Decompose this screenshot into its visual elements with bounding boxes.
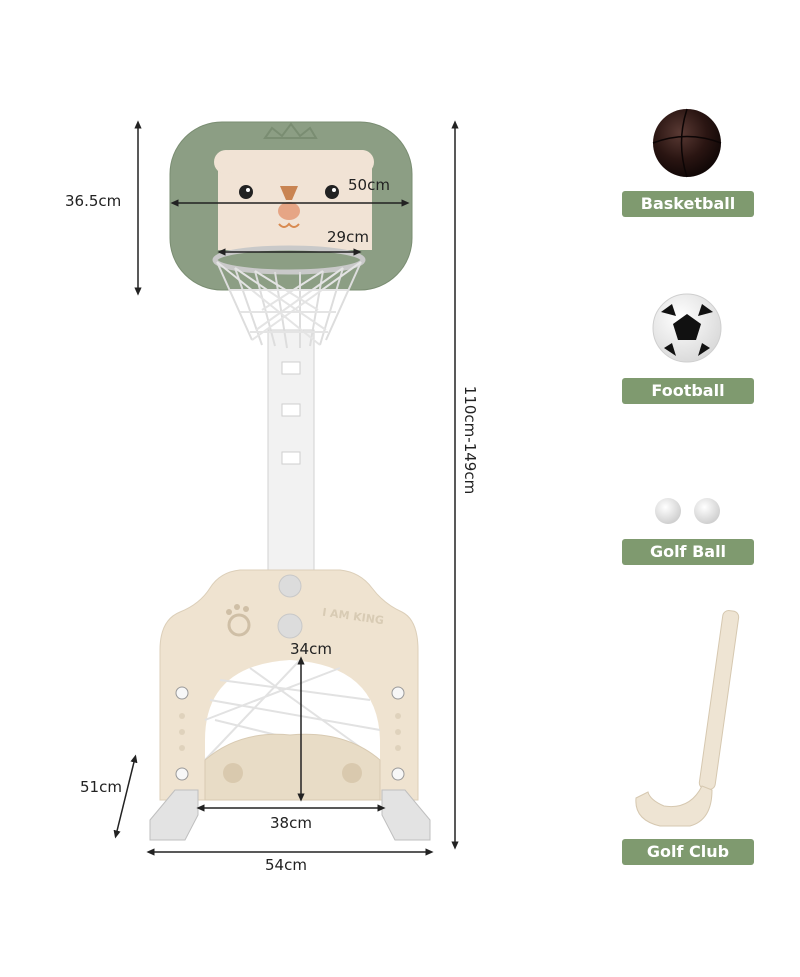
hoop-and-net [212, 245, 366, 349]
base-depth-label: 51cm [80, 778, 122, 796]
base-width-label: 54cm [265, 856, 307, 874]
goal-height-label: 34cm [290, 640, 332, 658]
basketball-label: Basketball [622, 191, 754, 217]
basketball-image [652, 108, 722, 178]
golf-club-label: Golf Club [622, 839, 754, 865]
goal-base [149, 569, 431, 841]
golf-ball-label: Golf Ball [622, 539, 754, 565]
backboard-height-label: 36.5cm [65, 192, 122, 210]
dimension-lines [113, 120, 459, 856]
football-label: Football [622, 378, 754, 404]
total-height-label: 110cm-149cm [461, 385, 479, 495]
golf-club-image [635, 610, 740, 827]
goal-width-label: 38cm [270, 814, 312, 832]
pole [267, 329, 315, 581]
golf-balls-image [655, 498, 720, 524]
hoop-diameter-label: 29cm [327, 228, 369, 246]
backboard [169, 121, 413, 291]
football-image [652, 293, 722, 363]
backboard-width-label: 50cm [348, 176, 390, 194]
